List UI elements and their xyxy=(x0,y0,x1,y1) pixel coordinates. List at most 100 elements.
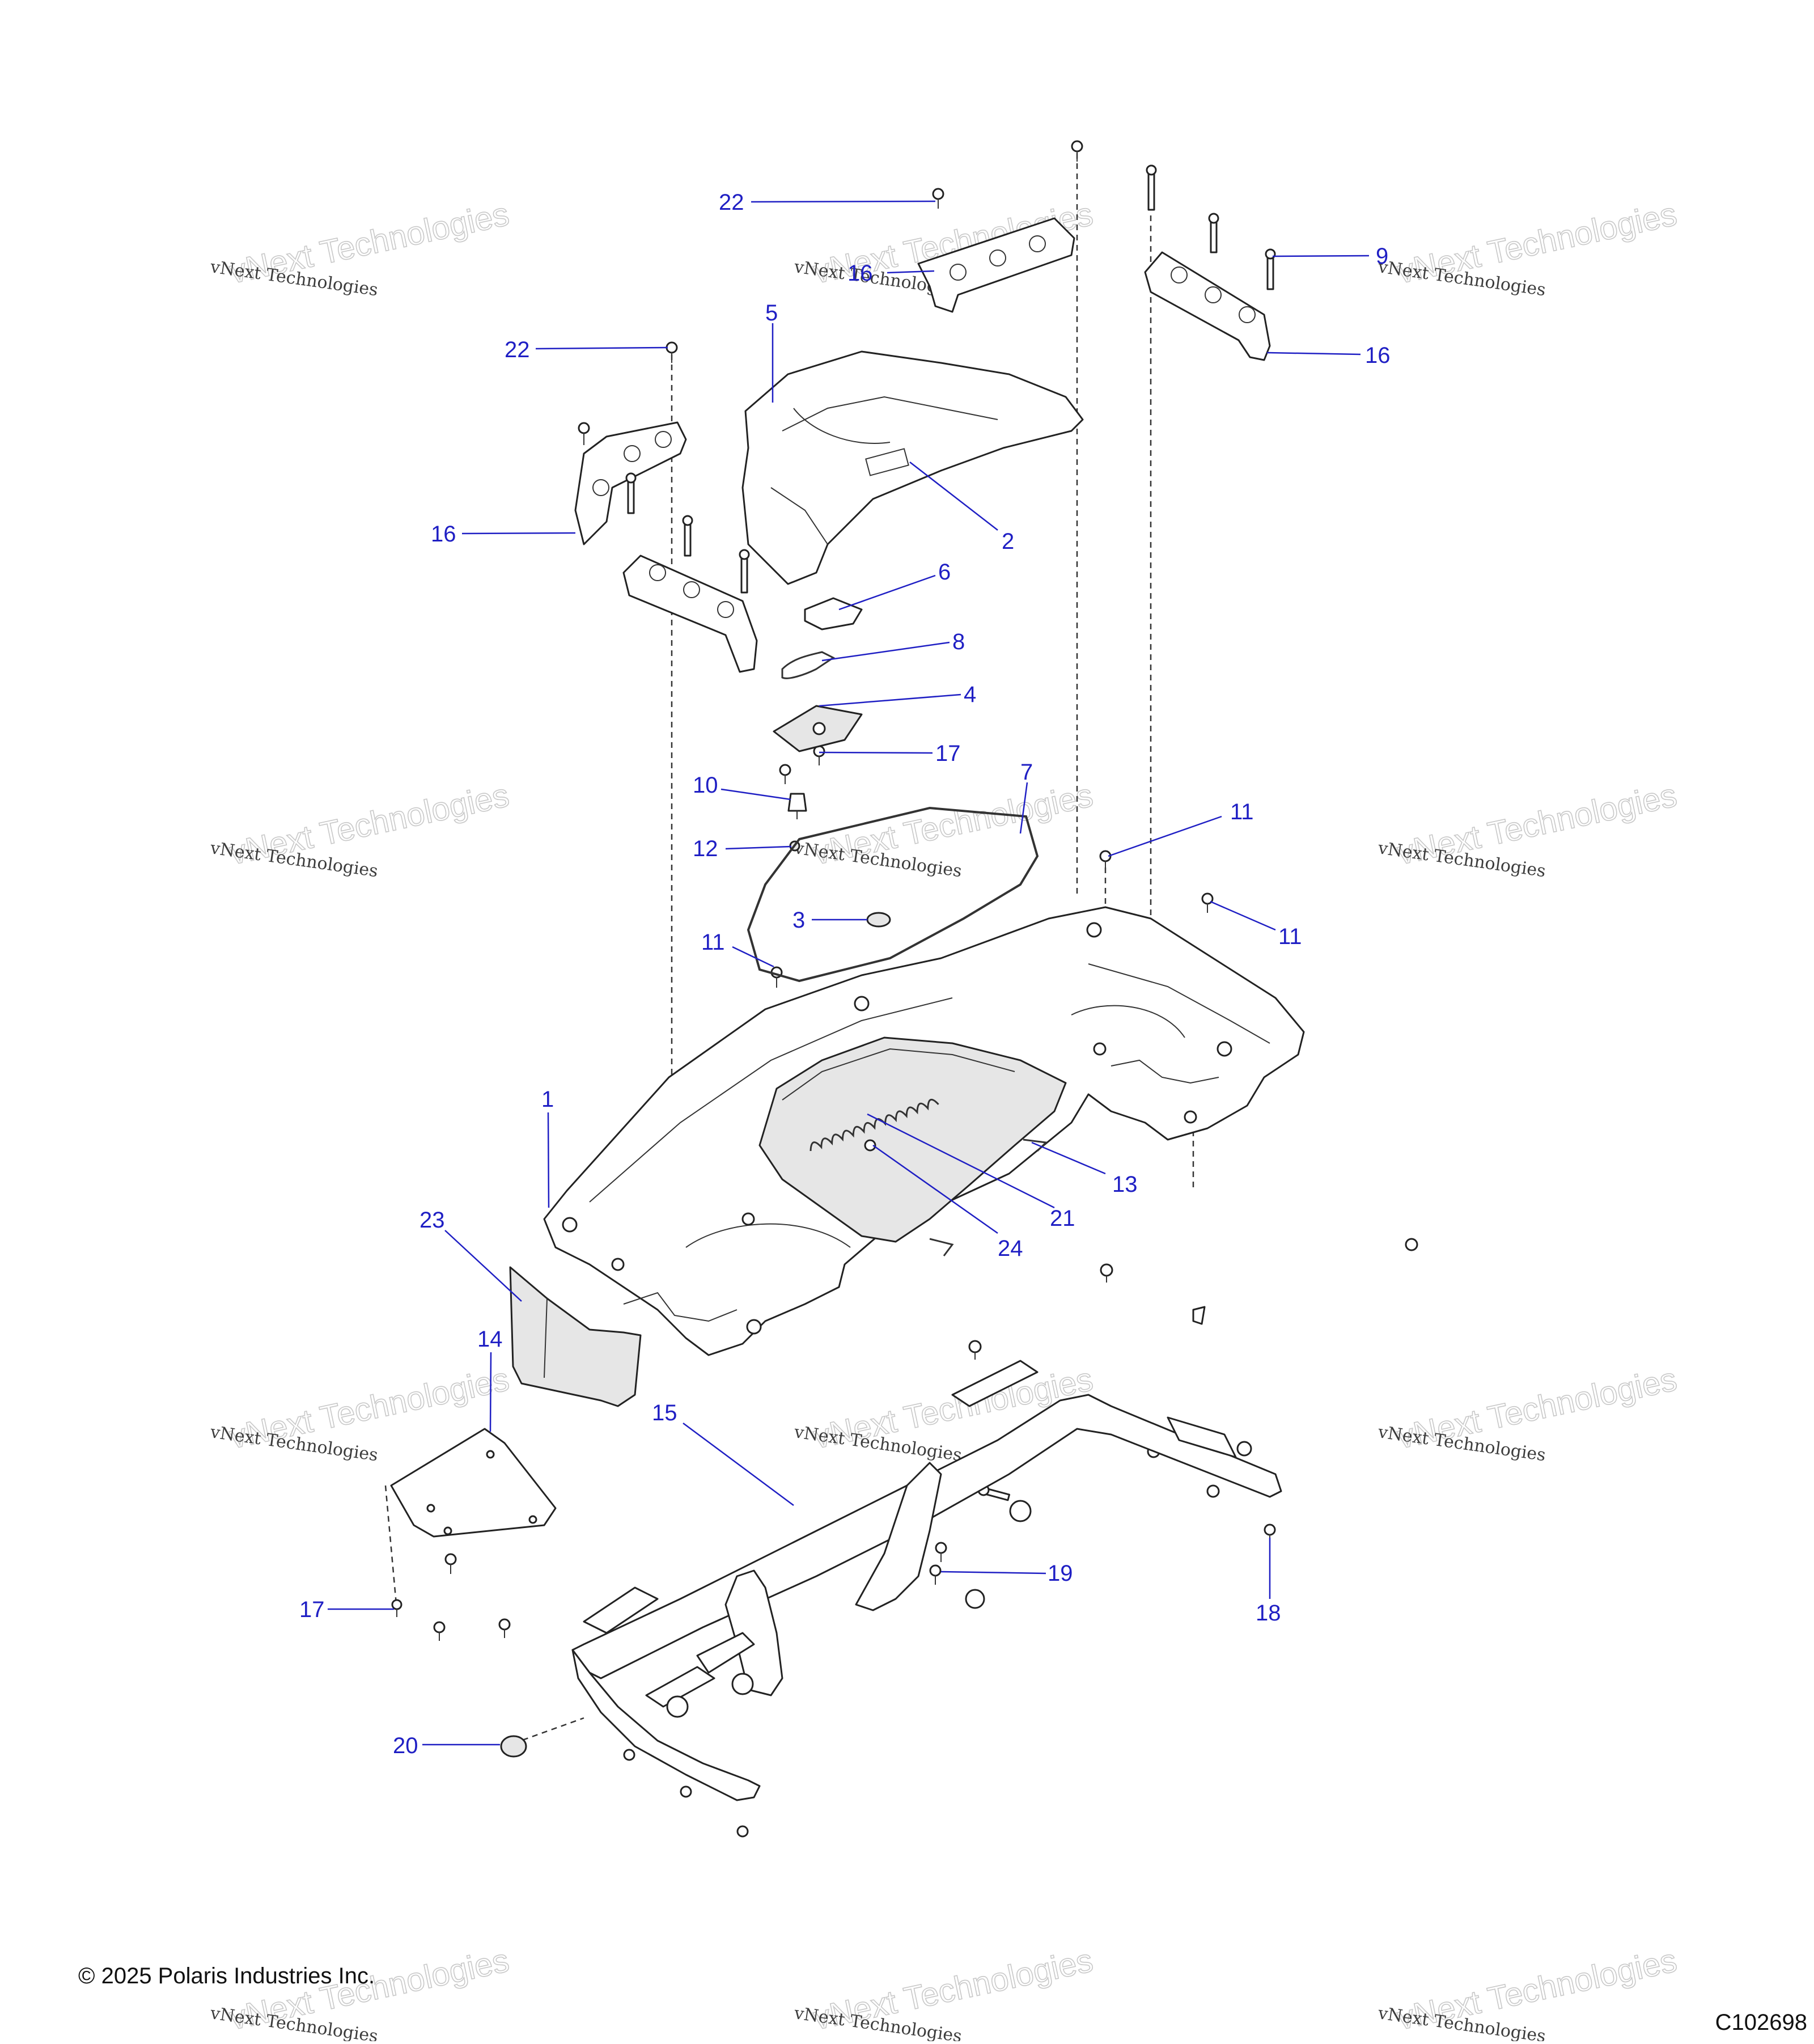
leader-line xyxy=(819,751,933,754)
nut-icon xyxy=(1206,1484,1220,1498)
leader-lines xyxy=(328,200,1370,1746)
callout-label: 20 xyxy=(393,1733,418,1758)
callout-label: 15 xyxy=(652,1400,677,1425)
axis-line xyxy=(384,1485,398,1611)
callout-label: 1 xyxy=(541,1087,554,1112)
part-bracket-left-upper xyxy=(574,421,687,545)
callout-label: 23 xyxy=(419,1208,445,1233)
screw-icon xyxy=(1100,1263,1113,1283)
screw-icon xyxy=(666,341,678,363)
callout-label: 2 xyxy=(1002,529,1014,554)
watermark-tile: vNext Technologies vNext Technologies xyxy=(1376,195,1681,300)
part-bracket-top-right xyxy=(1144,251,1271,361)
fasteners xyxy=(391,140,1418,1838)
callout-label: 11 xyxy=(701,930,725,955)
callout-label: 11 xyxy=(1278,924,1302,949)
diagram-id: C102698 xyxy=(1715,2010,1807,2035)
callout-label: 9 xyxy=(1376,244,1388,269)
leader-line xyxy=(535,346,668,350)
callout-label: 17 xyxy=(935,741,961,766)
screw-icon xyxy=(391,1599,402,1617)
leader-line xyxy=(867,1113,1055,1209)
nut-icon xyxy=(1405,1238,1418,1251)
axis-line xyxy=(512,1717,584,1745)
leader-line xyxy=(872,1144,998,1234)
callout-label: 5 xyxy=(765,301,778,325)
screw-icon xyxy=(1071,140,1083,162)
watermark-tile: vNext Technologies vNext Technologies xyxy=(1376,1941,1681,2044)
bolt-icon xyxy=(682,515,693,557)
callout-label: 19 xyxy=(1048,1561,1073,1586)
part-bumper xyxy=(787,793,807,819)
part-latch-plate xyxy=(773,705,863,752)
callout-label: 24 xyxy=(998,1236,1023,1261)
copyright-notice: © 2025 Polaris Industries Inc. xyxy=(78,1963,375,1988)
part-rod xyxy=(1023,1139,1048,1152)
part-bracket-left-lower xyxy=(622,555,758,673)
screw-icon xyxy=(929,1564,942,1585)
bolt-icon xyxy=(625,472,637,514)
callout-label: 14 xyxy=(477,1327,503,1352)
callout-label: 10 xyxy=(693,773,718,798)
nut-icon xyxy=(736,1825,749,1838)
bolt-icon xyxy=(1208,213,1219,253)
part-rear-rack xyxy=(543,906,1305,1356)
leader-line xyxy=(751,200,936,203)
bolt-icon xyxy=(1146,164,1157,211)
part-spring xyxy=(809,1098,939,1152)
part-bracket-top-center xyxy=(917,217,1075,313)
screw-icon xyxy=(932,188,944,209)
leader-line xyxy=(720,788,791,801)
leader-line xyxy=(838,574,936,611)
leader-line xyxy=(1019,782,1028,834)
screw-icon xyxy=(433,1621,446,1641)
screw-icon xyxy=(813,745,825,765)
watermark-tile: vNext Technologies vNext Technologies xyxy=(209,776,513,881)
part-mud-flap xyxy=(390,1428,557,1538)
callout-label: 22 xyxy=(719,190,744,215)
leader-line xyxy=(683,1422,794,1506)
bolt-icon xyxy=(1265,248,1276,290)
callout-label: 21 xyxy=(1050,1206,1075,1231)
watermark-tile: vNext Technologies vNext Technologies xyxy=(209,195,513,300)
bolt-icon xyxy=(739,549,750,594)
leader-line xyxy=(1210,900,1276,931)
leader-line xyxy=(887,270,935,274)
screw-icon xyxy=(1099,850,1112,871)
callout-label: 18 xyxy=(1256,1601,1281,1626)
part-tub-screw xyxy=(864,1139,876,1152)
watermark-tile: vNext Technologies vNext Technologies xyxy=(209,1941,513,2044)
callout-label: 3 xyxy=(792,908,805,933)
callout-label: 12 xyxy=(693,836,718,861)
leader-line xyxy=(940,1571,1046,1575)
leader-line xyxy=(489,1352,492,1432)
callout-label: 13 xyxy=(1112,1172,1138,1197)
leader-line xyxy=(444,1230,522,1302)
part-rod xyxy=(929,1238,954,1256)
callout-label: 17 xyxy=(299,1597,325,1622)
callout-label: 22 xyxy=(505,337,530,362)
part-storage-lid xyxy=(741,350,1084,585)
screw-icon xyxy=(578,422,590,445)
leader-line xyxy=(725,845,792,850)
watermark-tile: vNext Technologies vNext Technologies xyxy=(1376,1360,1681,1465)
part-wire-clip xyxy=(781,651,835,679)
part-rear-frame xyxy=(571,1360,1282,1801)
leader-line xyxy=(461,532,576,535)
leader-line xyxy=(1108,815,1222,857)
part-plug xyxy=(866,912,891,928)
part-seal xyxy=(747,806,1039,983)
callout-label: 4 xyxy=(964,682,976,707)
screw-icon xyxy=(444,1553,457,1574)
part-splash-shield xyxy=(509,1266,642,1407)
watermark-tile: vNext Technologies vNext Technologies xyxy=(1376,776,1681,881)
leader-line xyxy=(909,462,998,531)
leader-line xyxy=(821,641,950,662)
nut-icon xyxy=(680,1785,692,1798)
leader-line xyxy=(1031,1141,1106,1175)
callouts: 22 16 9 5 22 16 16 2 6 8 4 17 10 7 11 12… xyxy=(299,190,1391,1758)
leader-line xyxy=(1266,352,1361,356)
screw-icon xyxy=(935,1542,947,1562)
nut-icon xyxy=(623,1749,635,1761)
